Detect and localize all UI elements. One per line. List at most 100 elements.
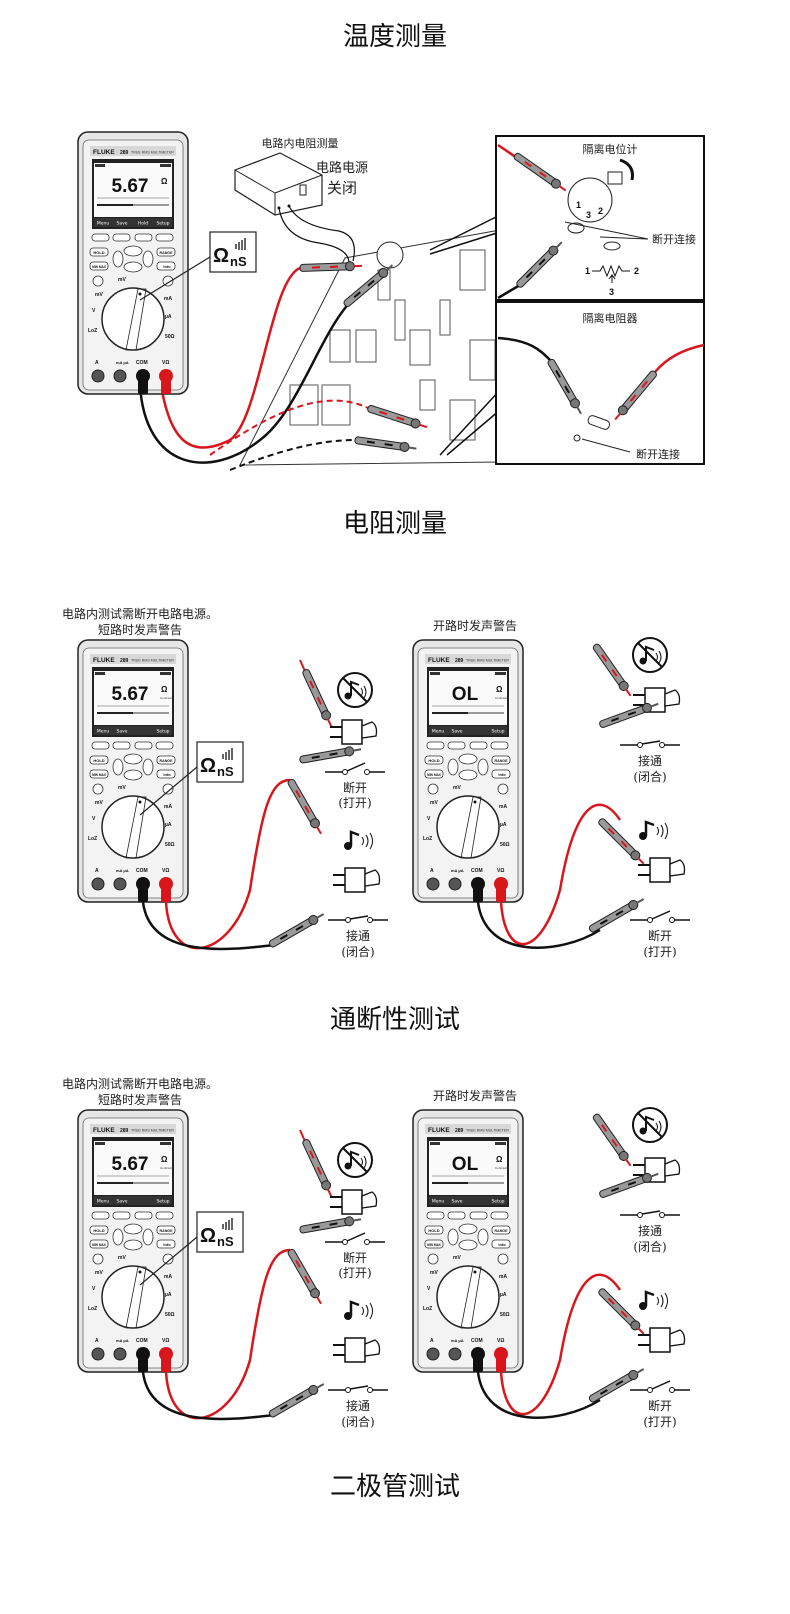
rotary-dial[interactable] [101, 795, 165, 859]
up-arrow-button[interactable] [123, 753, 143, 765]
f1-button[interactable] [426, 741, 445, 750]
softkey-2[interactable]: Save [451, 1199, 462, 1205]
f3-button[interactable] [134, 741, 153, 750]
softkey-2[interactable]: Save [116, 729, 127, 735]
f3-button[interactable] [134, 1211, 153, 1220]
f1-button[interactable] [426, 1211, 445, 1220]
f3-button[interactable] [469, 741, 488, 750]
range-button[interactable] [156, 247, 176, 257]
f2-button[interactable] [112, 1211, 131, 1220]
f2-button[interactable] [112, 233, 131, 242]
softkey-4[interactable]: Setup [156, 221, 169, 227]
down-arrow-button[interactable] [123, 1239, 143, 1251]
softkey-2[interactable]: Save [116, 221, 127, 227]
backlight-button[interactable] [497, 1253, 509, 1265]
jack-a[interactable] [426, 877, 440, 891]
backlight-button[interactable] [497, 783, 509, 795]
power-button[interactable] [92, 783, 104, 795]
left-arrow-button[interactable] [447, 1228, 459, 1246]
hold-button[interactable] [89, 247, 109, 257]
f4-button[interactable] [155, 741, 174, 750]
softkey-1[interactable]: Menu [97, 221, 110, 227]
softkey-2[interactable]: Save [116, 1199, 127, 1205]
minmax-button[interactable] [424, 1239, 444, 1249]
jack-a[interactable] [91, 877, 105, 891]
f3-button[interactable] [134, 233, 153, 242]
info-button[interactable] [156, 1239, 176, 1249]
up-arrow-button[interactable] [458, 1223, 478, 1235]
f4-button[interactable] [490, 741, 509, 750]
range-button[interactable] [156, 755, 176, 765]
info-button[interactable] [491, 1239, 511, 1249]
down-arrow-button[interactable] [458, 1239, 478, 1251]
minmax-button[interactable] [89, 1239, 109, 1249]
info-button[interactable] [491, 769, 511, 779]
f2-button[interactable] [447, 1211, 466, 1220]
down-arrow-button[interactable] [458, 769, 478, 781]
softkey-2[interactable]: Save [451, 729, 462, 735]
right-arrow-button[interactable] [142, 1228, 154, 1246]
power-button[interactable] [92, 275, 104, 287]
hold-button[interactable] [424, 1225, 444, 1235]
jack-maua[interactable] [448, 877, 462, 891]
right-arrow-button[interactable] [477, 1228, 489, 1246]
minmax-button[interactable] [424, 769, 444, 779]
right-arrow-button[interactable] [142, 250, 154, 268]
info-button[interactable] [156, 769, 176, 779]
right-arrow-button[interactable] [477, 758, 489, 776]
up-arrow-button[interactable] [123, 1223, 143, 1235]
jack-maua[interactable] [113, 877, 127, 891]
f2-button[interactable] [112, 741, 131, 750]
power-button[interactable] [92, 1253, 104, 1265]
rotary-dial[interactable] [436, 795, 500, 859]
softkey-1[interactable]: Menu [97, 729, 110, 735]
softkey-3[interactable]: Hold [138, 221, 148, 227]
softkey-1[interactable]: Menu [432, 1199, 445, 1205]
left-arrow-button[interactable] [112, 1228, 124, 1246]
rotary-dial[interactable] [436, 1265, 500, 1329]
f2-button[interactable] [447, 741, 466, 750]
up-arrow-button[interactable] [458, 753, 478, 765]
range-button[interactable] [491, 755, 511, 765]
softkey-1[interactable]: Menu [432, 729, 445, 735]
softkey-4[interactable]: Setup [156, 1199, 169, 1205]
backlight-button[interactable] [162, 1253, 174, 1265]
left-arrow-button[interactable] [112, 758, 124, 776]
f3-button[interactable] [469, 1211, 488, 1220]
jack-maua[interactable] [448, 1347, 462, 1361]
f4-button[interactable] [155, 233, 174, 242]
hold-button[interactable] [89, 1225, 109, 1235]
jack-maua[interactable] [113, 1347, 127, 1361]
softkey-1[interactable]: Menu [97, 1199, 110, 1205]
rotary-dial[interactable] [101, 287, 165, 351]
f4-button[interactable] [490, 1211, 509, 1220]
minmax-button[interactable] [89, 769, 109, 779]
minmax-button[interactable] [89, 261, 109, 271]
f4-button[interactable] [155, 1211, 174, 1220]
down-arrow-button[interactable] [123, 261, 143, 273]
jack-a[interactable] [426, 1347, 440, 1361]
hold-button[interactable] [424, 755, 444, 765]
range-button[interactable] [156, 1225, 176, 1235]
hold-button[interactable] [89, 755, 109, 765]
f1-button[interactable] [91, 1211, 110, 1220]
power-button[interactable] [427, 1253, 439, 1265]
down-arrow-button[interactable] [123, 769, 143, 781]
range-button[interactable] [491, 1225, 511, 1235]
info-button[interactable] [156, 261, 176, 271]
softkey-4[interactable]: Setup [156, 729, 169, 735]
softkey-4[interactable]: Setup [491, 1199, 504, 1205]
rotary-dial[interactable] [101, 1265, 165, 1329]
jack-maua[interactable] [113, 369, 127, 383]
left-arrow-button[interactable] [112, 250, 124, 268]
up-arrow-button[interactable] [123, 245, 143, 257]
f1-button[interactable] [91, 233, 110, 242]
f1-button[interactable] [91, 741, 110, 750]
right-arrow-button[interactable] [142, 758, 154, 776]
left-arrow-button[interactable] [447, 758, 459, 776]
power-button[interactable] [427, 783, 439, 795]
jack-a[interactable] [91, 1347, 105, 1361]
backlight-button[interactable] [162, 275, 174, 287]
backlight-button[interactable] [162, 783, 174, 795]
softkey-4[interactable]: Setup [491, 729, 504, 735]
